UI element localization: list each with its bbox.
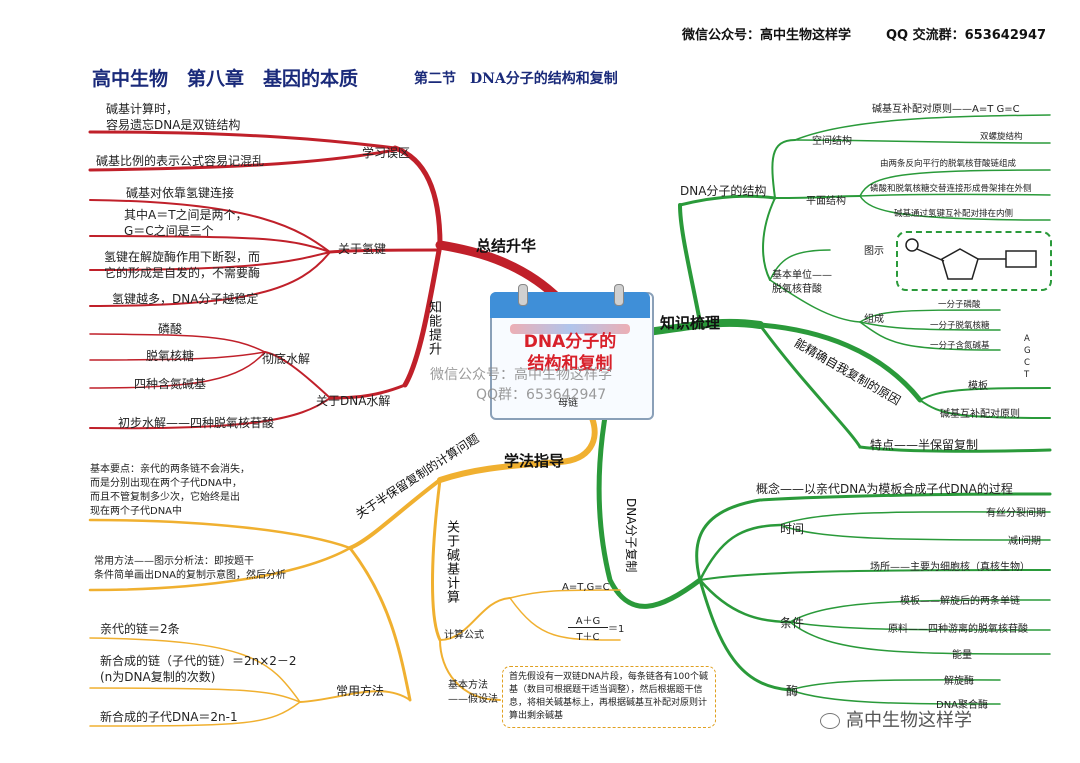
space-structure-label: 空间结构 [812, 136, 852, 147]
header-wechat: 微信公众号：高中生物这样学 [682, 28, 852, 43]
semi-basic-line: 而是分别出现在两个子代DNA中， [90, 478, 243, 489]
mistake-item: 碱基计算时， [106, 102, 179, 116]
red-trunk-up [392, 145, 443, 248]
center-calendar: DNA分子的 结构和复制 母链 [490, 284, 654, 420]
hydrogen-item: 氢键越多，DNA分子越稳定 [112, 292, 259, 306]
base-letter: C [1024, 358, 1030, 368]
center-title-line2: 结构和复制 [527, 354, 613, 374]
feature-semiconservative: 特点——半保留复制 [870, 438, 979, 452]
hydrogen-item: 它的形成是自发的，不需要酶 [104, 266, 261, 280]
mistake-item: 容易遗忘DNA是双链结构 [106, 118, 241, 132]
composition-label: 组成 [864, 314, 884, 325]
conditions-label: 条件 [780, 616, 805, 630]
header-qq: QQ 交流群：653642947 [886, 28, 1047, 43]
base-calc-label: 关于碱基计算 [444, 520, 459, 604]
base-letter: A [1024, 334, 1030, 344]
assumption-method-label: ——假设法 [448, 694, 498, 705]
replication-label: DNA分子复制 [624, 498, 638, 573]
watermark-line2: QQ群：653642947 [476, 387, 607, 403]
formula-label: 计算公式 [444, 630, 484, 641]
hydrogen-item: 其中A＝T之间是两个， [124, 208, 248, 222]
bottom-watermark: 高中生物这样学 [820, 706, 972, 732]
semi-item: 新合成的子代DNA＝2n-1 [100, 710, 238, 724]
replication-place: 场所——主要为细胞核（真核生物） [870, 562, 1030, 573]
mistakes-label: 学习误区 [362, 146, 411, 160]
basic-unit-label: 基本单位—— [772, 270, 832, 281]
time-item: 有丝分裂间期 [986, 508, 1046, 519]
enzyme-item: 解旋酶 [944, 676, 974, 687]
structure-item: 磷酸和脱氧核糖交替连接形成骨架排在外侧 [870, 184, 1032, 194]
structure-item: 碱基互补配对原则——A=T G=C [872, 104, 1020, 115]
semi-basic-line: 基本要点：亲代的两条链不会消失， [90, 464, 250, 475]
assumption-method-label: 基本方法 [448, 680, 488, 691]
enzyme-item: DNA聚合酶 [936, 700, 989, 711]
hydrolysis-label: 关于DNA水解 [316, 394, 391, 408]
accurate-item: 碱基互补配对原则 [940, 409, 1020, 420]
replication-concept: 概念——以亲代DNA为模板合成子代DNA的过程 [756, 482, 1013, 496]
yellow-trunk [437, 415, 598, 483]
branch-method: 学法指导 [504, 452, 565, 470]
structure-item: 由两条反向平行的脱氧核苷酸链组成 [880, 159, 1017, 169]
center-small-label: 母链 [558, 398, 578, 409]
composition-item: 一分子磷酸 [938, 300, 981, 310]
fraction-denominator: T＋C [576, 632, 600, 643]
branch-summary: 总结升华 [476, 237, 537, 255]
semi-basic-line: 现在两个子代DNA中 [90, 506, 183, 517]
fraction-numerator: A＋G [568, 612, 608, 628]
hydrolysis-item: 磷酸 [158, 322, 183, 336]
base-letter: G [1024, 346, 1031, 356]
assumption-method-box: 首先假设有一双链DNA片段，每条链各有100个碱基（数目可根据题干适当调整），然… [502, 666, 716, 728]
composition-item: 一分子含氮碱基 [930, 341, 990, 351]
semi-common-line: 条件简单画出DNA的复制示意图，然后分析 [94, 570, 287, 581]
bottom-watermark-text: 高中生物这样学 [846, 710, 972, 731]
hydrolysis-item: 四种含氮碱基 [134, 377, 207, 391]
formula-1: A=T,G=C [562, 582, 610, 593]
formula-fraction: A＋G T＋C [568, 612, 608, 643]
common-method-label: 常用方法 [336, 684, 385, 698]
time-item: 减Ⅰ间期 [1008, 536, 1041, 547]
watermark-line1: 微信公众号：高中生物这样学 [430, 367, 612, 383]
hydrogen-item: 氢键在解旋酶作用下断裂，而 [104, 250, 261, 264]
center-title-line1: DNA分子的 [523, 332, 617, 352]
page-subtitle: 第二节 DNA分子的结构和复制 [414, 71, 618, 87]
wechat-icon [820, 713, 840, 729]
structure-item: 双螺旋结构 [980, 132, 1023, 142]
nucleotide-diagram-box [896, 231, 1052, 291]
time-label: 时间 [780, 522, 805, 536]
basic-unit-label: 脱氧核苷酸 [772, 284, 822, 295]
branch-knowledge: 知识梳理 [660, 314, 721, 332]
semi-item: (n为DNA复制的次数) [100, 670, 216, 684]
complete-hydrolysis-label: 彻底水解 [262, 352, 311, 366]
base-letter: T [1024, 370, 1030, 380]
accurate-item: 模板 [968, 381, 988, 392]
semi-item: 新合成的链（子代的链）＝2n×2－2 [100, 654, 297, 668]
semi-basic-line: 而且不管复制多少次，它始终是出 [90, 492, 240, 503]
semi-common-line: 常用方法——图示分析法：即按题干 [94, 556, 254, 567]
hydrogen-item: G＝C之间是三个 [124, 224, 214, 238]
mistake-item: 碱基比例的表示公式容易记混乱 [96, 154, 265, 168]
plane-structure-label: 平面结构 [806, 196, 846, 207]
condition-item: 模板——解旋后的两条单链 [900, 596, 1020, 607]
composition-item: 一分子脱氧核糖 [930, 321, 990, 331]
nucleotide-diagram [905, 238, 1037, 280]
page-title: 高中生物 第八章 基因的本质 [92, 68, 359, 90]
condition-item: 能量 [952, 650, 972, 661]
red-trunk [435, 240, 565, 305]
red-trunk-down [402, 242, 443, 388]
diagram-label: 图示 [864, 246, 884, 257]
knowledge-improve-label: 知能提升 [426, 300, 441, 356]
hydrogen-item: 碱基对依靠氢键连接 [126, 186, 235, 200]
condition-item: 原料——四种游离的脱氧核苷酸 [888, 624, 1028, 635]
structure-item: 碱基通过氢键互补配对排在内侧 [894, 209, 1014, 219]
hydrogen-label: 关于氢键 [338, 242, 387, 256]
dna-structure-label: DNA分子的结构 [680, 184, 767, 198]
fraction-equals: ＝1 [608, 624, 625, 635]
semi-item: 亲代的链＝2条 [100, 622, 180, 636]
hydrolysis-item: 脱氧核糖 [146, 349, 195, 363]
hydrolysis-item: 初步水解——四种脱氧核苷酸 [118, 416, 275, 430]
enzyme-label: 酶 [786, 684, 799, 698]
